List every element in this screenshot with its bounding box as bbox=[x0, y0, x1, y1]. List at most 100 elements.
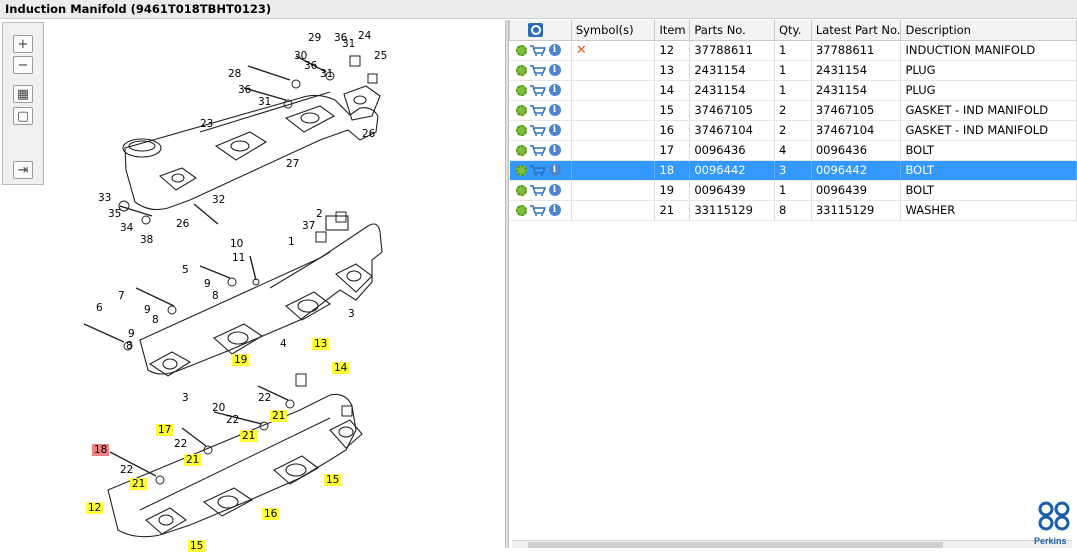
callout-label[interactable]: 13 bbox=[312, 338, 330, 350]
cart-icon[interactable] bbox=[529, 124, 546, 136]
column-header-item[interactable]: Item bbox=[654, 20, 691, 41]
column-header-qty[interactable]: Qty. bbox=[773, 20, 812, 41]
callout-label[interactable]: 22 bbox=[258, 392, 272, 404]
callout-label[interactable]: 37 bbox=[302, 220, 316, 232]
callout-label[interactable]: 26 bbox=[176, 218, 190, 230]
callout-label[interactable]: 21 bbox=[270, 410, 288, 422]
cart-icon[interactable] bbox=[529, 44, 546, 56]
info-icon[interactable]: i bbox=[548, 144, 561, 156]
callout-label[interactable]: 32 bbox=[212, 194, 226, 206]
callout-label[interactable]: 20 bbox=[212, 402, 226, 414]
info-icon[interactable]: i bbox=[548, 64, 561, 76]
gear-icon[interactable] bbox=[515, 84, 527, 96]
callout-label[interactable]: 23 bbox=[200, 118, 214, 130]
export-button[interactable]: ⇥ bbox=[13, 161, 33, 179]
callout-label[interactable]: 34 bbox=[120, 222, 134, 234]
column-header-symbols[interactable]: Symbol(s) bbox=[570, 20, 656, 41]
callout-label[interactable]: 8 bbox=[126, 340, 133, 352]
gear-icon[interactable] bbox=[515, 144, 527, 156]
cart-icon[interactable] bbox=[529, 184, 546, 196]
cart-icon[interactable] bbox=[529, 104, 546, 116]
callout-label[interactable]: 21 bbox=[184, 454, 202, 466]
callout-label[interactable]: 7 bbox=[118, 290, 125, 302]
callout-label[interactable]: 36 bbox=[304, 60, 318, 72]
callout-label[interactable]: 22 bbox=[226, 414, 240, 426]
callout-label[interactable]: 21 bbox=[240, 430, 258, 442]
callout-label[interactable]: 31 bbox=[320, 68, 334, 80]
fit-view-button[interactable]: ▦ bbox=[13, 85, 33, 103]
cart-icon[interactable] bbox=[529, 144, 546, 156]
gear-icon[interactable] bbox=[515, 204, 527, 216]
column-header-part-no[interactable]: Parts No. bbox=[689, 20, 775, 41]
info-icon[interactable]: i bbox=[548, 184, 561, 196]
callout-label[interactable]: 22 bbox=[174, 438, 188, 450]
callout-label[interactable]: 12 bbox=[86, 502, 104, 514]
callout-label[interactable]: 31 bbox=[342, 38, 356, 50]
info-icon[interactable]: i bbox=[548, 44, 561, 56]
callout-label[interactable]: 8 bbox=[212, 290, 219, 302]
callout-label[interactable]: 27 bbox=[286, 158, 300, 170]
callout-label[interactable]: 36 bbox=[238, 84, 252, 96]
gear-icon[interactable] bbox=[515, 64, 527, 76]
callout-label[interactable]: 8 bbox=[152, 314, 159, 326]
callout-label[interactable]: 15 bbox=[188, 540, 206, 552]
callout-label[interactable]: 16 bbox=[262, 508, 280, 520]
callout-label[interactable]: 9 bbox=[128, 328, 135, 340]
horizontal-scrollbar[interactable] bbox=[512, 540, 1072, 548]
callout-label[interactable]: 9 bbox=[144, 304, 151, 316]
callout-label[interactable]: 11 bbox=[232, 252, 246, 264]
cart-icon[interactable] bbox=[529, 84, 546, 96]
info-icon[interactable]: i bbox=[548, 164, 561, 176]
callout-label[interactable]: 14 bbox=[332, 362, 350, 374]
search-icon[interactable] bbox=[528, 22, 543, 37]
callout-label[interactable]: 15 bbox=[324, 474, 342, 486]
gear-icon[interactable] bbox=[515, 44, 527, 56]
callout-label[interactable]: 31 bbox=[258, 96, 272, 108]
callout-label[interactable]: 22 bbox=[120, 464, 134, 476]
callout-label[interactable]: 28 bbox=[228, 68, 242, 80]
gear-icon[interactable] bbox=[515, 104, 527, 116]
actual-size-button[interactable]: ▢ bbox=[13, 107, 33, 125]
info-icon[interactable]: i bbox=[548, 124, 561, 136]
callout-label[interactable]: 10 bbox=[230, 238, 244, 250]
callout-label[interactable]: 9 bbox=[204, 278, 211, 290]
callout-label[interactable]: 35 bbox=[108, 208, 122, 220]
callout-label[interactable]: 29 bbox=[308, 32, 322, 44]
cart-icon[interactable] bbox=[529, 204, 546, 216]
callout-label[interactable]: 36 bbox=[334, 32, 348, 44]
callout-label[interactable]: 6 bbox=[96, 302, 103, 314]
gear-icon[interactable] bbox=[515, 164, 527, 176]
column-header-description[interactable]: Description bbox=[900, 20, 1077, 41]
callout-label[interactable]: 21 bbox=[130, 478, 148, 490]
callout-label[interactable]: 38 bbox=[140, 234, 154, 246]
callout-label[interactable]: 2 bbox=[316, 208, 323, 220]
callout-label[interactable]: 26 bbox=[362, 128, 376, 140]
cart-icon[interactable] bbox=[529, 164, 546, 176]
scrollbar-thumb[interactable] bbox=[528, 542, 943, 548]
cart-icon[interactable] bbox=[529, 64, 546, 76]
callout-label[interactable]: 17 bbox=[156, 424, 174, 436]
gear-icon[interactable] bbox=[515, 124, 527, 136]
info-icon[interactable]: i bbox=[548, 84, 561, 96]
callout-label[interactable]: 33 bbox=[98, 192, 112, 204]
column-header-latest-part-no[interactable]: Latest Part No. bbox=[810, 20, 902, 41]
info-icon[interactable]: i bbox=[548, 204, 561, 216]
callout-label[interactable]: 3 bbox=[182, 392, 189, 404]
callout-label[interactable]: 5 bbox=[182, 264, 189, 276]
zoom-in-button[interactable]: + bbox=[13, 35, 33, 53]
pane-splitter[interactable] bbox=[505, 20, 509, 548]
column-header-actions[interactable] bbox=[509, 20, 572, 41]
callout-label[interactable]: 19 bbox=[232, 354, 250, 366]
callout-label[interactable]: 4 bbox=[280, 338, 287, 350]
info-icon[interactable]: i bbox=[548, 104, 561, 116]
zoom-out-button[interactable]: − bbox=[13, 56, 33, 74]
